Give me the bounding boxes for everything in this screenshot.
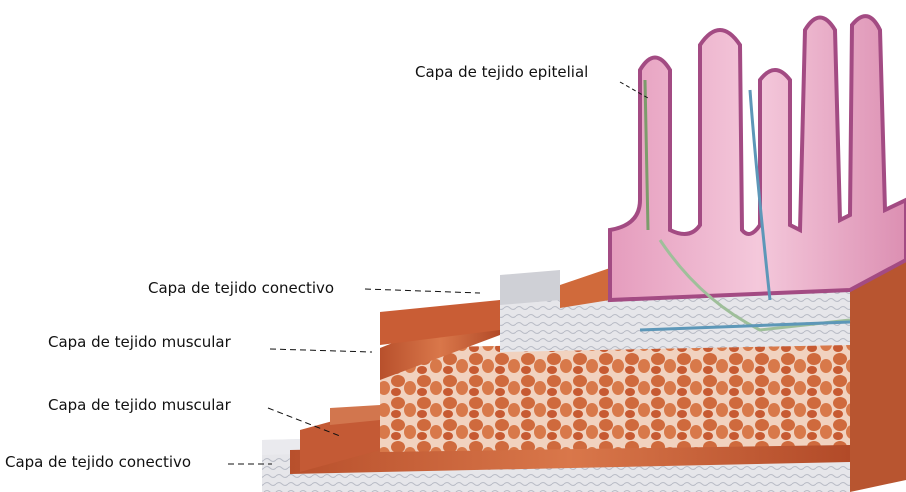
villi: [610, 16, 906, 330]
label-epithelial: Capa de tejido epitelial: [415, 63, 648, 98]
label-muscular-upper: Capa de tejido muscular: [48, 333, 372, 352]
label-connective-top-text: Capa de tejido conectivo: [148, 279, 334, 297]
label-epithelial-text: Capa de tejido epitelial: [415, 63, 588, 81]
label-muscular-upper-text: Capa de tejido muscular: [48, 333, 232, 351]
leader-line-muscular-upper: [270, 349, 372, 352]
label-connective-bottom: Capa de tejido conectivo: [5, 453, 272, 471]
label-connective-bottom-text: Capa de tejido conectivo: [5, 453, 191, 471]
label-connective-top: Capa de tejido conectivo: [148, 279, 480, 297]
label-muscular-lower: Capa de tejido muscular: [48, 396, 340, 436]
label-muscular-lower-text: Capa de tejido muscular: [48, 396, 232, 414]
leader-line-connective-top: [365, 289, 480, 293]
